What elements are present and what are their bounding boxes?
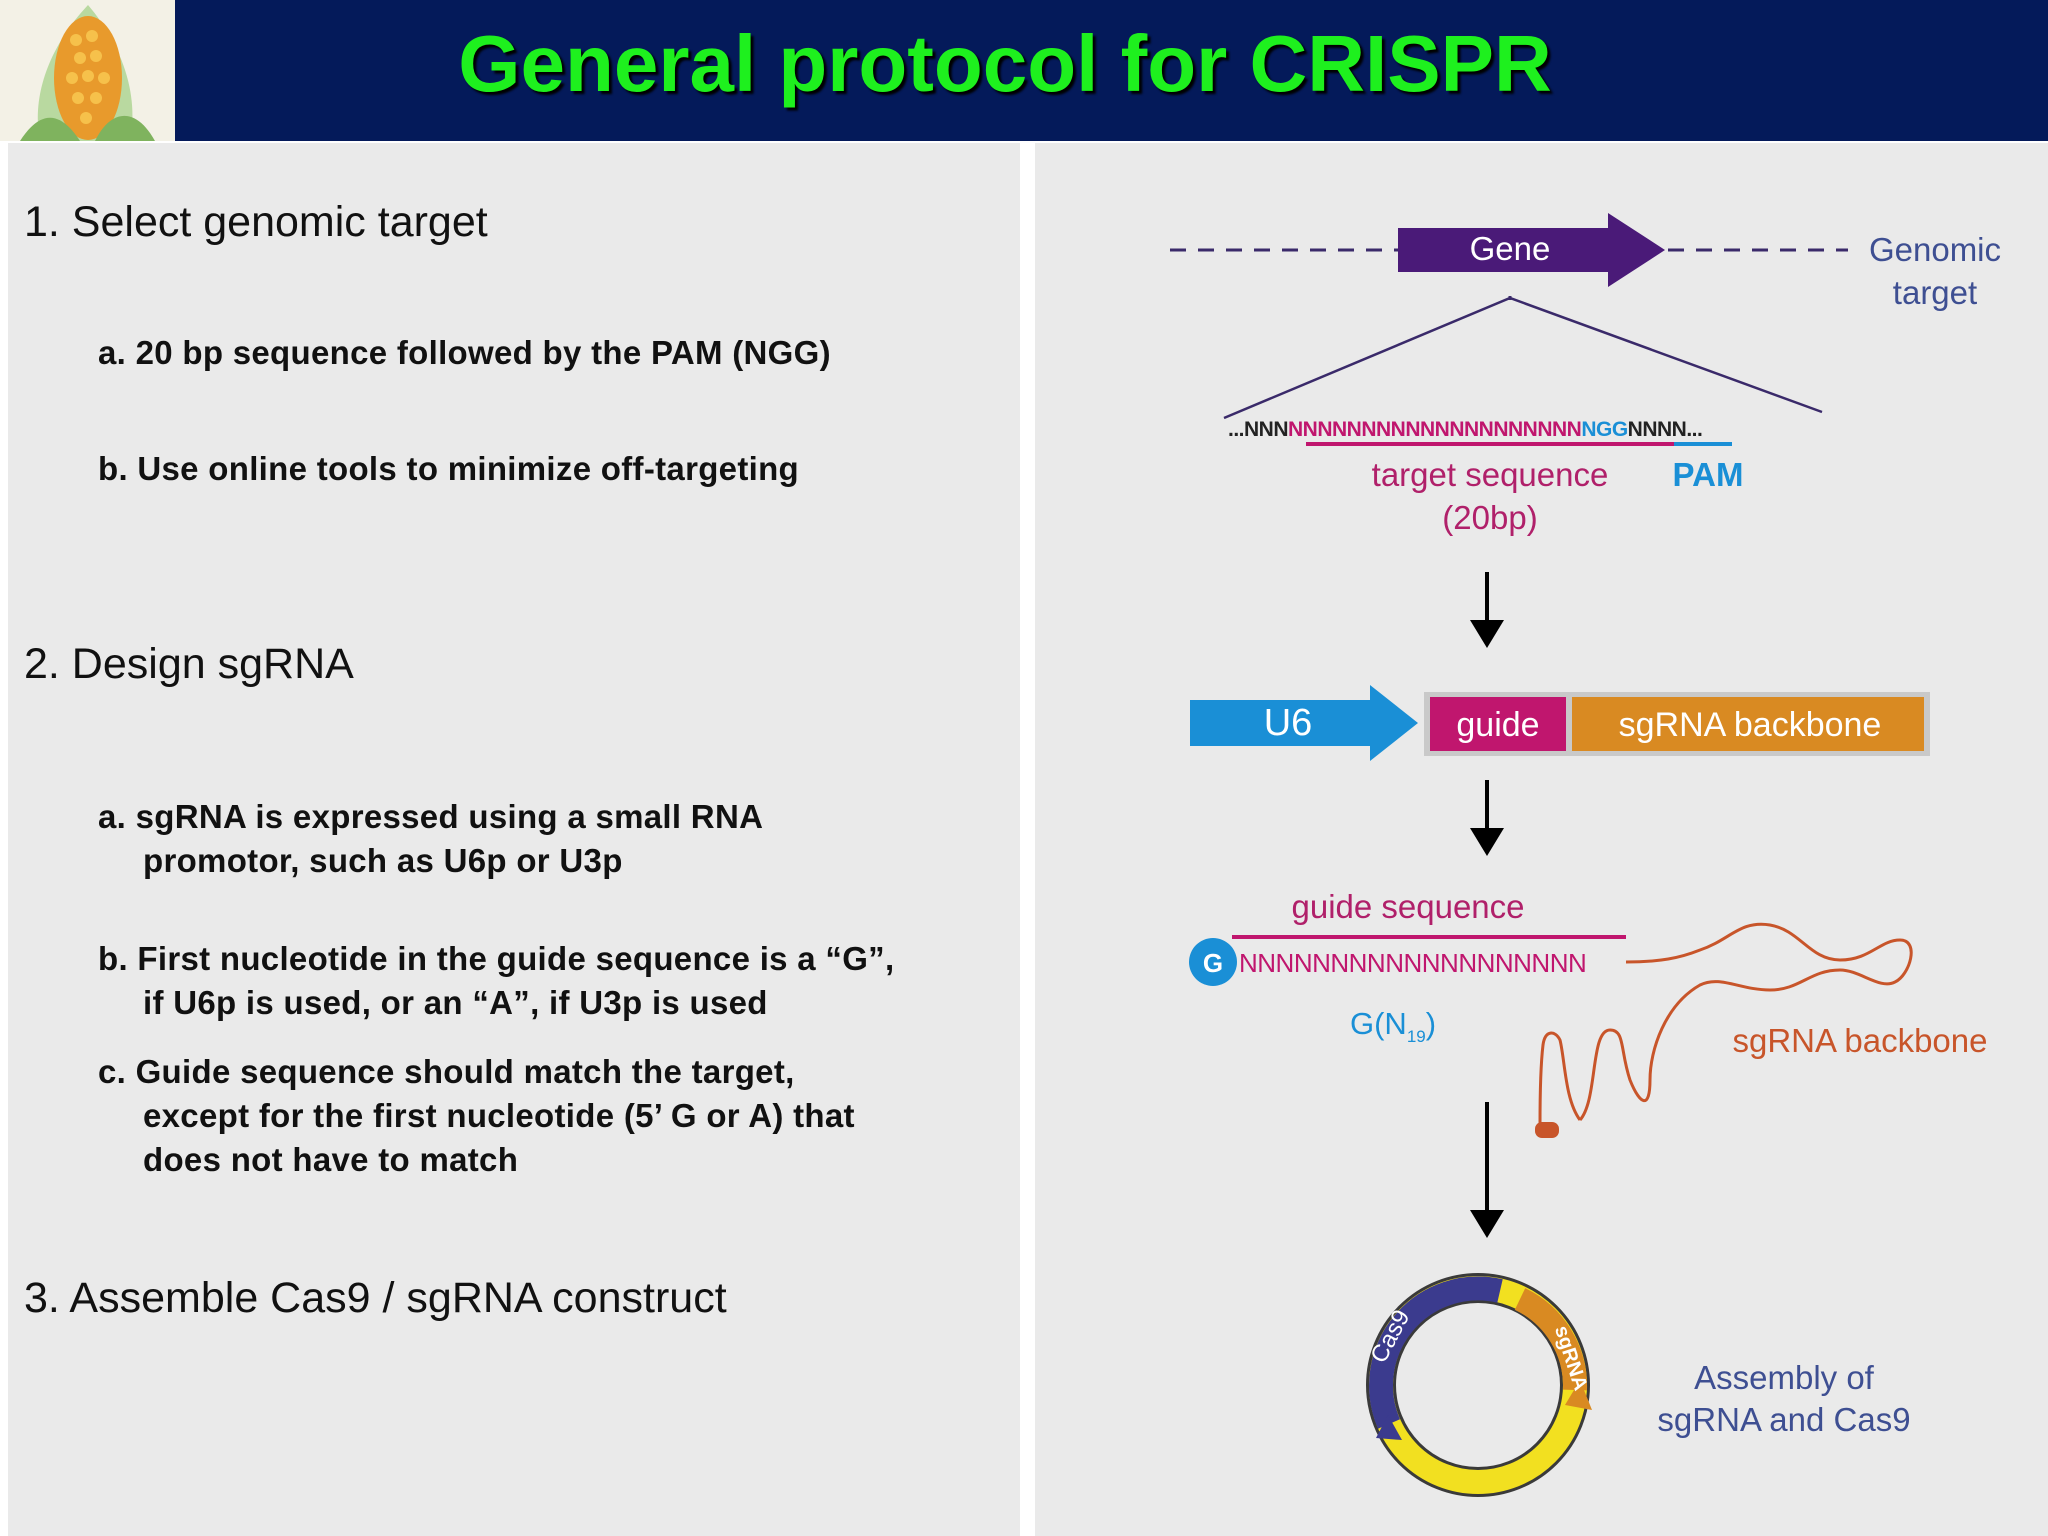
arrow-down-3 — [1470, 1210, 1504, 1238]
page-title: General protocol for CRISPR — [458, 19, 1552, 108]
cas9-segment — [1369, 1276, 1503, 1429]
backbone-box — [1572, 697, 1924, 751]
guide-box-label: guide — [1456, 706, 1539, 744]
sgrna-backbone-structure — [1578, 922, 1913, 1122]
guide-sequence-label: guide sequence — [1291, 888, 1524, 925]
step-2a: a. sgRNA is expressed using a small RNA … — [98, 798, 764, 879]
step-2b: b. First nucleotide in the guide sequenc… — [98, 940, 895, 1021]
genomic-target-label-line2: target — [1893, 274, 1977, 311]
sgrna-backbone-label: sgRNA backbone — [1733, 1022, 1988, 1059]
crispr-workflow-diagram: Gene Genomic target ...NNNNNNNNNNNNNNNNN… — [1170, 213, 2001, 1497]
sgrna-segment — [1514, 1288, 1588, 1391]
target-dna-sequence: ...NNNNNNNNNNNNNNNNNNNNNNNNGGNNNN... — [1228, 418, 1702, 441]
corn-logo — [0, 0, 175, 141]
assembly-label-line2: sgRNA and Cas9 — [1657, 1401, 1910, 1438]
step-3-heading: 3. Assemble Cas9 / sgRNA construct — [24, 1274, 727, 1322]
target-length-label: (20bp) — [1442, 499, 1537, 536]
u6-promoter-arrow — [1190, 685, 1418, 761]
gene-label: Gene — [1470, 230, 1551, 267]
g-n19-label: G(N19) — [1350, 1006, 1436, 1046]
step-2-heading: 2. Design sgRNA — [24, 640, 354, 688]
arrow-down-2 — [1470, 828, 1504, 856]
target-sequence-label: target sequence — [1372, 456, 1609, 493]
zoom-lines — [1223, 296, 1823, 420]
genomic-target-label-line1: Genomic — [1869, 231, 2001, 268]
u6-label: U6 — [1264, 702, 1313, 744]
sgrna-tail — [1535, 1122, 1559, 1138]
g-nucleotide-label: G — [1203, 948, 1223, 978]
step-2c: c. Guide sequence should match the targe… — [98, 1053, 855, 1178]
pam-label: PAM — [1673, 456, 1744, 493]
guide-box — [1430, 697, 1566, 751]
g-nucleotide-circle — [1189, 938, 1237, 986]
backbone-box-label: sgRNA backbone — [1619, 706, 1882, 744]
step-1-heading: 1. Select genomic target — [24, 198, 488, 246]
arrow-down-1 — [1470, 620, 1504, 648]
step-1b: b. Use online tools to minimize off-targ… — [98, 450, 800, 487]
gene-arrow — [1398, 213, 1665, 287]
assembly-label-line1: Assembly of — [1694, 1359, 1875, 1396]
step-1a: a. 20 bp sequence followed by the PAM (N… — [98, 334, 831, 371]
protocol-steps-panel — [8, 143, 1020, 1536]
guide-nucleotides: NNNNNNNNNNNNNNNNNNN — [1239, 948, 1586, 978]
title-bar: General protocol for CRISPR — [0, 0, 2048, 141]
